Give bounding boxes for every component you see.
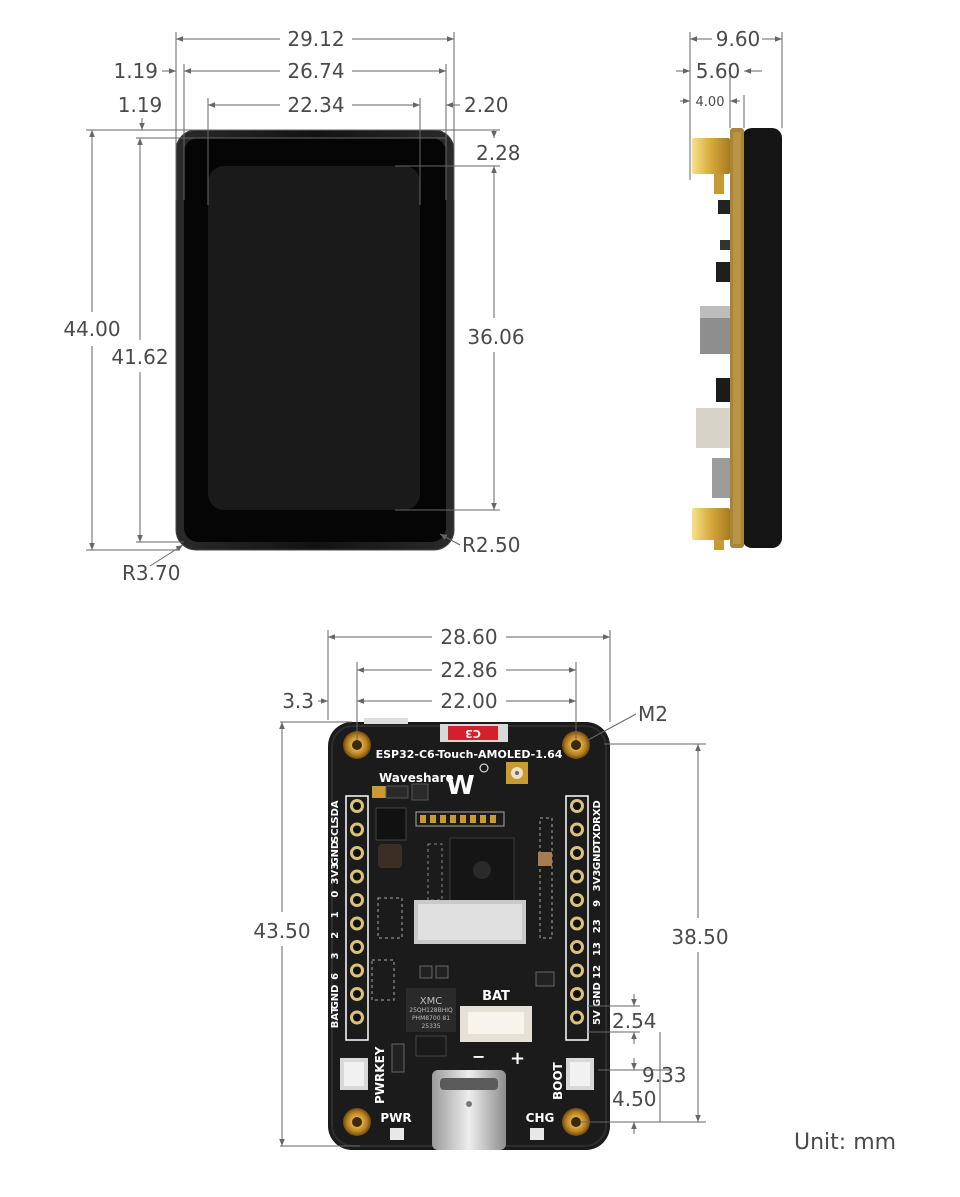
- header-pin-label: 12: [592, 965, 603, 979]
- bat-label: BAT: [482, 989, 510, 1004]
- flash-chip-marking: PHM8700 81: [412, 1015, 450, 1022]
- header-pin-label: GND: [330, 841, 341, 866]
- flash-chip: [406, 988, 456, 1032]
- header-pin-label: GND: [330, 985, 341, 1010]
- dim-front-left-offset-second: 1.19: [118, 93, 163, 117]
- left-header-pads: [350, 799, 364, 1025]
- pwr-led: [390, 1128, 404, 1140]
- dim-front-top-offset: 2.28: [476, 141, 521, 165]
- header-pin-label: 0: [330, 891, 341, 898]
- dim-back-left-offset: 3.3: [282, 689, 314, 713]
- dim-front-active-width: 22.34: [287, 93, 344, 117]
- brand-logo: W: [446, 771, 475, 801]
- dim-back-outer-height: 43.50: [253, 919, 310, 943]
- chg-label: CHG: [526, 1111, 555, 1125]
- dim-front-left-offset-top: 1.19: [113, 59, 158, 83]
- header-pin-label: SDA: [330, 800, 341, 824]
- side-view: 9.60 5.60 4.00: [676, 27, 783, 550]
- unit-label: Unit: mm: [794, 1130, 897, 1155]
- dim-back-hole-spacing-vertical: 38.50: [671, 925, 728, 949]
- dim-front-active-height: 36.06: [467, 325, 524, 349]
- header-pin-label: 6: [330, 973, 341, 980]
- buzzer: [378, 844, 402, 868]
- header-pin-label: 1: [330, 911, 341, 918]
- dim-front-right-offset: 2.20: [464, 93, 509, 117]
- header-pin-label: 2: [330, 932, 341, 939]
- front-view: 29.12 26.74 22.34 1.19 1.19 2.20 2.28 44…: [63, 27, 524, 585]
- header-pin-label: BAT: [330, 1007, 341, 1029]
- dim-front-bezel-height: 41.62: [111, 345, 168, 369]
- header-pin-label: 3V3: [592, 870, 603, 892]
- right-header: [565, 795, 589, 1041]
- side-antenna-connector-bottom: [692, 508, 730, 540]
- left-header: [345, 795, 369, 1041]
- header-pin-label: 5V: [592, 1010, 603, 1025]
- dim-front-outer-width: 29.12: [287, 27, 344, 51]
- dim-front-outer-height: 44.00: [63, 317, 120, 341]
- c3-badge-text: C3: [465, 727, 481, 740]
- side-antenna-connector-top: [692, 138, 730, 174]
- back-view: C3 ESP32-C6-Touch-AMOLED-1.64 Waveshare …: [253, 625, 729, 1150]
- header-pin-label: GND: [592, 982, 603, 1007]
- bat-minus: −: [472, 1047, 485, 1066]
- flash-chip-marking: 25335: [421, 1023, 440, 1030]
- dim-back-hole-label: M2: [638, 702, 668, 726]
- dim-back-hole-spacing-outer: 22.86: [440, 658, 497, 682]
- board-title: ESP32-C6-Touch-AMOLED-1.64: [376, 748, 563, 761]
- side-battery-connector: [696, 408, 730, 448]
- dim-side-board-depth: 5.60: [696, 59, 741, 83]
- header-pin-label: 13: [592, 942, 603, 956]
- side-display-body: [742, 128, 782, 548]
- header-pin-label: 9: [592, 900, 603, 907]
- header-pin-label: SCL: [330, 821, 341, 843]
- dim-side-connector-depth: 4.00: [696, 95, 725, 110]
- dim-back-pin-pitch: 2.54: [612, 1009, 657, 1033]
- dim-back-outer-width: 28.60: [440, 625, 497, 649]
- header-pin-label: TXD: [592, 823, 603, 846]
- dim-front-outer-radius: R3.70: [122, 561, 180, 585]
- dim-back-hole-spacing: 22.00: [440, 689, 497, 713]
- pwrkey-label: PWRKEY: [373, 1046, 387, 1104]
- ic-small: [375, 807, 407, 841]
- brand-name: Waveshare: [379, 771, 454, 785]
- boot-label: BOOT: [551, 1061, 565, 1100]
- right-header-pads: [570, 799, 584, 1025]
- bat-plus: +: [510, 1048, 525, 1069]
- dim-front-inner-radius: R2.50: [462, 533, 520, 557]
- display-active-area: [208, 166, 420, 510]
- dim-back-bottom-offset-a: 9.33: [642, 1063, 687, 1087]
- chg-led: [530, 1128, 544, 1140]
- header-pin-label: GND: [592, 845, 603, 870]
- dim-side-total-depth: 9.60: [716, 27, 761, 51]
- header-pin-label: RXD: [592, 800, 603, 824]
- header-pin-label: 3: [330, 952, 341, 959]
- header-pin-label: 23: [592, 919, 603, 933]
- flash-chip-marking: XMC: [420, 996, 442, 1007]
- dim-front-bezel-width: 26.74: [287, 59, 344, 83]
- dim-back-bottom-offset-b: 4.50: [612, 1087, 657, 1111]
- pwr-label: PWR: [380, 1111, 411, 1125]
- header-pin-label: 3V3: [330, 863, 341, 885]
- flash-chip-marking: 25QH128BHIQ: [409, 1007, 453, 1014]
